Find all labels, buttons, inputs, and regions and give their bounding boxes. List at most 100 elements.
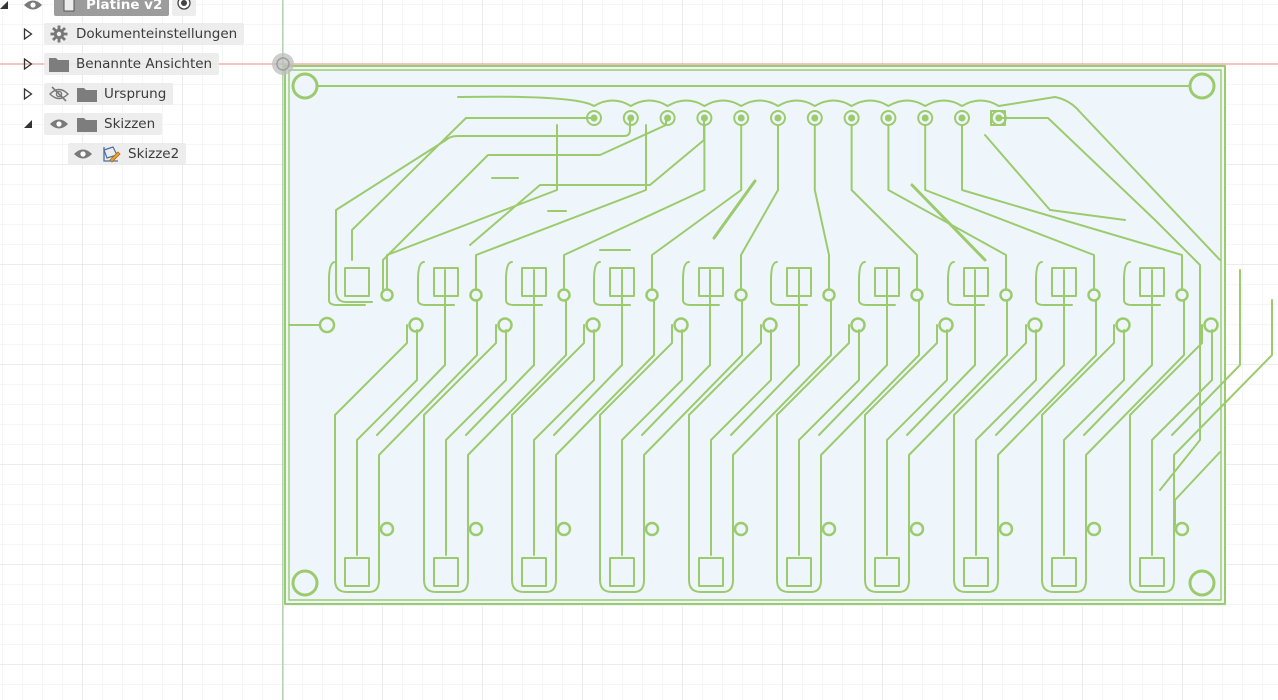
channel-via[interactable] [821, 521, 837, 537]
channel-trace[interactable] [864, 324, 938, 416]
channel-via[interactable] [733, 521, 749, 537]
channel-trace[interactable] [423, 414, 469, 593]
connector-drill[interactable] [811, 114, 819, 122]
channel-trace[interactable] [1129, 414, 1175, 593]
signal-trace[interactable] [386, 124, 558, 291]
channel-pad[interactable] [433, 267, 459, 297]
visibility-toggle[interactable] [22, 0, 50, 16]
channel-trace[interactable] [953, 414, 999, 593]
channel-trace[interactable] [886, 329, 948, 556]
mounting-hole[interactable] [291, 569, 319, 597]
signal-trace[interactable] [563, 124, 706, 291]
channel-via[interactable] [379, 521, 395, 537]
browser-chip[interactable]: Skizze2 [68, 143, 187, 165]
channel-trace[interactable] [553, 269, 623, 436]
channel-trace[interactable] [1085, 299, 1185, 556]
channel-trace[interactable] [997, 299, 1097, 556]
signal-trace[interactable] [924, 124, 1095, 291]
eye-icon[interactable] [22, 0, 44, 16]
signal-trace[interactable] [335, 117, 631, 303]
browser-chip[interactable]: Ursprung [44, 83, 174, 105]
channel-trace[interactable] [682, 261, 720, 306]
channel-pad[interactable] [786, 267, 812, 297]
eye-icon[interactable] [72, 143, 94, 165]
channel-via[interactable] [318, 316, 336, 334]
signal-trace[interactable] [984, 134, 1126, 221]
channel-pad[interactable] [874, 267, 900, 297]
channel-pad[interactable] [1051, 557, 1077, 587]
channel-trace[interactable] [770, 261, 808, 306]
channel-trace[interactable] [1083, 269, 1153, 436]
channel-via[interactable] [1174, 521, 1190, 537]
triangle-right-icon[interactable] [22, 27, 34, 41]
channel-pad[interactable] [344, 557, 370, 587]
origin-point-icon[interactable] [272, 53, 294, 75]
eye-icon[interactable] [48, 113, 70, 135]
channel-trace[interactable] [621, 329, 683, 556]
channel-pad[interactable] [521, 267, 547, 297]
channel-pad[interactable] [609, 557, 635, 587]
channel-pad[interactable] [1051, 267, 1077, 297]
channel-via[interactable] [909, 521, 925, 537]
browser-chip[interactable]: Benannte Ansichten [44, 53, 220, 75]
channel-pad[interactable] [433, 557, 459, 587]
connector-drill[interactable] [737, 114, 745, 122]
signal-trace[interactable] [850, 124, 918, 291]
channel-via[interactable] [1086, 521, 1102, 537]
signal-trace[interactable] [740, 124, 779, 291]
channel-trace[interactable] [417, 261, 455, 306]
channel-trace[interactable] [732, 299, 832, 556]
activate-radio[interactable] [172, 0, 196, 16]
signal-trace[interactable] [999, 117, 1201, 491]
triangle-down-icon[interactable] [22, 117, 34, 131]
connector-pad[interactable] [659, 110, 676, 126]
radio-icon[interactable] [176, 0, 192, 15]
channel-pad[interactable] [874, 557, 900, 587]
mounting-hole[interactable] [1188, 72, 1216, 100]
channel-trace[interactable] [643, 299, 743, 556]
channel-trace[interactable] [356, 329, 418, 556]
channel-trace[interactable] [641, 269, 711, 436]
channel-trace[interactable] [953, 324, 1027, 416]
channel-pad[interactable] [963, 267, 989, 297]
channel-pad[interactable] [521, 557, 547, 587]
browser-chip[interactable]: Dokumenteinstellungen [44, 23, 245, 45]
board-outline[interactable] [284, 65, 1226, 605]
connector-drill[interactable] [884, 114, 892, 122]
channel-trace[interactable] [688, 414, 734, 593]
connector-drill[interactable] [921, 114, 929, 122]
signal-trace[interactable] [475, 124, 647, 291]
connector-drill[interactable] [848, 114, 856, 122]
channel-trace[interactable] [1035, 261, 1073, 306]
signal-trace[interactable] [910, 183, 987, 262]
channel-trace[interactable] [1171, 269, 1241, 436]
channel-trace[interactable] [599, 324, 673, 416]
triangle-down-icon[interactable] [0, 0, 10, 12]
triangle-right-icon[interactable] [22, 87, 34, 101]
channel-trace[interactable] [593, 261, 631, 306]
channel-trace[interactable] [798, 329, 860, 556]
channel-trace[interactable] [465, 269, 535, 436]
connector-drill[interactable] [958, 114, 966, 122]
channel-trace[interactable] [467, 299, 567, 556]
eye-slash-icon[interactable] [48, 83, 70, 105]
signal-trace[interactable] [351, 117, 595, 261]
browser-root-chip[interactable]: Platine v2 [54, 0, 170, 16]
channel-trace[interactable] [376, 269, 446, 436]
signal-trace[interactable] [382, 117, 667, 291]
channel-trace[interactable] [688, 324, 762, 416]
channel-trace[interactable] [908, 299, 1008, 556]
browser-chip[interactable]: Skizzen [44, 113, 163, 135]
channel-trace[interactable] [776, 324, 850, 416]
channel-trace[interactable] [378, 299, 478, 556]
channel-trace[interactable] [1041, 324, 1115, 416]
channel-pad[interactable] [1139, 557, 1165, 587]
channel-trace[interactable] [906, 269, 976, 436]
triangle-right-icon[interactable] [22, 57, 34, 71]
channel-via[interactable] [468, 521, 484, 537]
channel-trace[interactable] [730, 269, 800, 436]
channel-via[interactable] [644, 521, 660, 537]
channel-pad[interactable] [963, 557, 989, 587]
channel-trace[interactable] [1041, 414, 1087, 593]
